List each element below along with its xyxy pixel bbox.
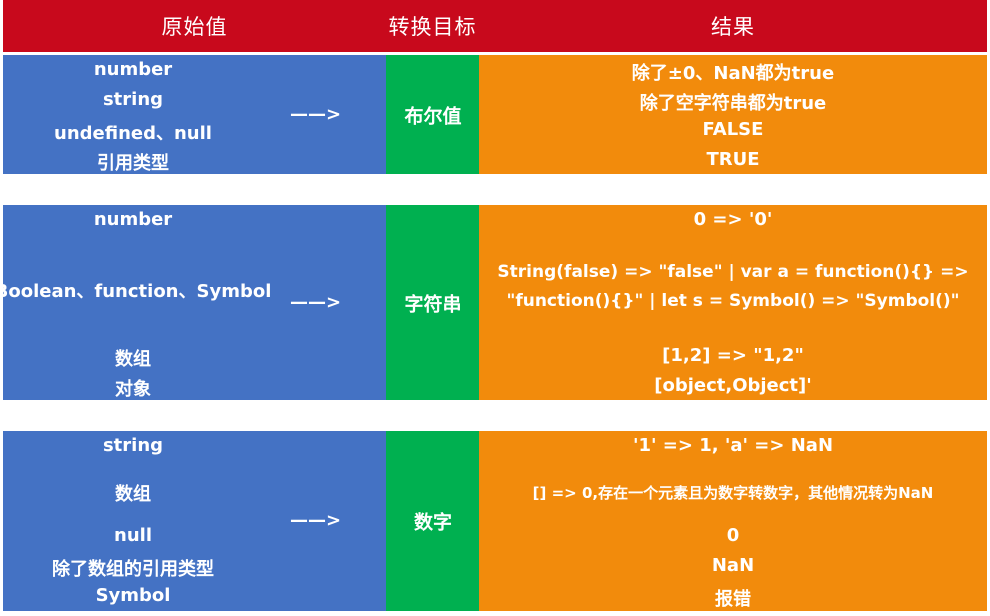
header-result: 结果 (711, 15, 755, 39)
result-value: 0 => '0' (693, 209, 773, 230)
original-value: 数组 (115, 484, 151, 505)
original-value: number (93, 209, 173, 230)
result-value: [] => 0,存在一个元素且为数字转数字，其他情况转为NaN (532, 484, 934, 502)
result-value: [object,Object]' (654, 375, 812, 396)
original-value: string (102, 89, 164, 110)
conversion-arrow: ——> (290, 292, 342, 313)
section-string-target-cell (386, 205, 479, 400)
target-type-label: 字符串 (404, 293, 462, 316)
section-number-original-cell (3, 431, 386, 611)
section-boolean-original-cell (3, 55, 386, 174)
header-original-value: 原始值 (161, 15, 228, 39)
section-boolean-target-cell (386, 55, 479, 174)
original-value: 引用类型 (97, 153, 169, 174)
section-boolean-result-cell (479, 55, 987, 174)
result-value: 除了空字符串都为true (639, 93, 827, 114)
conversion-arrow: ——> (290, 104, 342, 125)
result-value: "function(){}" | let s = Symbol() => "Sy… (506, 291, 960, 311)
original-value: Symbol (95, 585, 171, 606)
result-value: 报错 (715, 589, 751, 610)
result-value: 除了±0、NaN都为true (631, 63, 835, 84)
original-value: string (102, 435, 164, 456)
result-value: String(false) => "false" | var a = funct… (497, 262, 969, 282)
result-value: [1,2] => "1,2" (662, 345, 804, 366)
result-value: TRUE (706, 149, 760, 170)
result-value: FALSE (702, 119, 764, 140)
target-type-label: 数字 (413, 511, 453, 534)
section-number-result-cell (479, 431, 987, 611)
conversion-arrow: ——> (290, 510, 342, 531)
section-number-target-cell (386, 431, 479, 611)
original-value: 对象 (115, 379, 151, 400)
original-value: 除了数组的引用类型 (52, 559, 214, 580)
original-value: Boolean、function、Symbol (0, 281, 272, 302)
header-target: 转换目标 (388, 15, 477, 39)
result-value: NaN (711, 555, 755, 576)
section-string-original-cell (3, 205, 386, 400)
result-value: 0 (726, 525, 740, 546)
original-value: number (93, 59, 173, 80)
original-value: undefined、null (54, 123, 212, 144)
target-type-label: 布尔值 (404, 105, 462, 128)
result-value: '1' => 1, 'a' => NaN (632, 435, 834, 456)
section-string-result-cell (479, 205, 987, 400)
original-value: 数组 (115, 349, 151, 370)
original-value: null (114, 525, 152, 546)
table-header: 原始值 转换目标 结果 (3, 0, 987, 52)
